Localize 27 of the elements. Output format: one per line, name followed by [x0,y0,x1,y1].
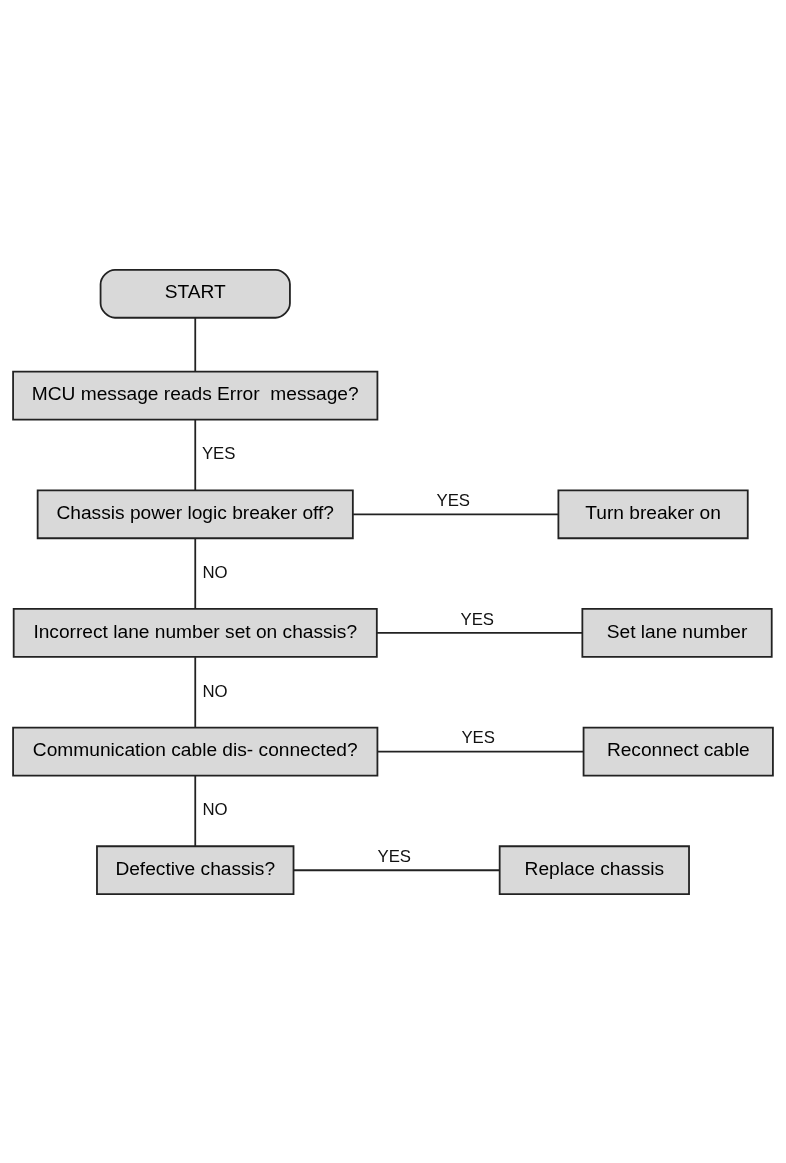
edge-label: NO [202,562,228,582]
connector [352,512,560,515]
connector [376,750,585,752]
node-box: START [99,268,291,319]
edge-label: YES [201,443,236,463]
edge-label: YES [460,609,495,629]
node-box: Turn breaker on [557,488,749,539]
connector [194,537,197,610]
connector [194,316,197,372]
node-box: Set lane number [581,607,773,658]
node-box: Chassis power logic breaker off? [36,488,354,539]
connector [194,418,197,491]
node-box: Defective chassis? [96,844,295,895]
edge-label: NO [202,681,228,701]
node-box: Communication cable dis- connected? [12,726,379,776]
edge-label: YES [436,490,471,510]
node-box: Incorrect lane number set on chassis? [12,607,378,658]
connector [376,631,584,634]
connector [194,774,197,847]
edge-label: NO [202,799,228,819]
connector [293,868,501,871]
node-box: Reconnect cable [582,726,774,776]
connector [194,655,197,728]
edge-label: YES [461,727,495,747]
edge-label: YES [377,846,412,866]
node-box: MCU message reads Error message? [12,370,379,420]
node-box: Replace chassis [498,844,690,895]
